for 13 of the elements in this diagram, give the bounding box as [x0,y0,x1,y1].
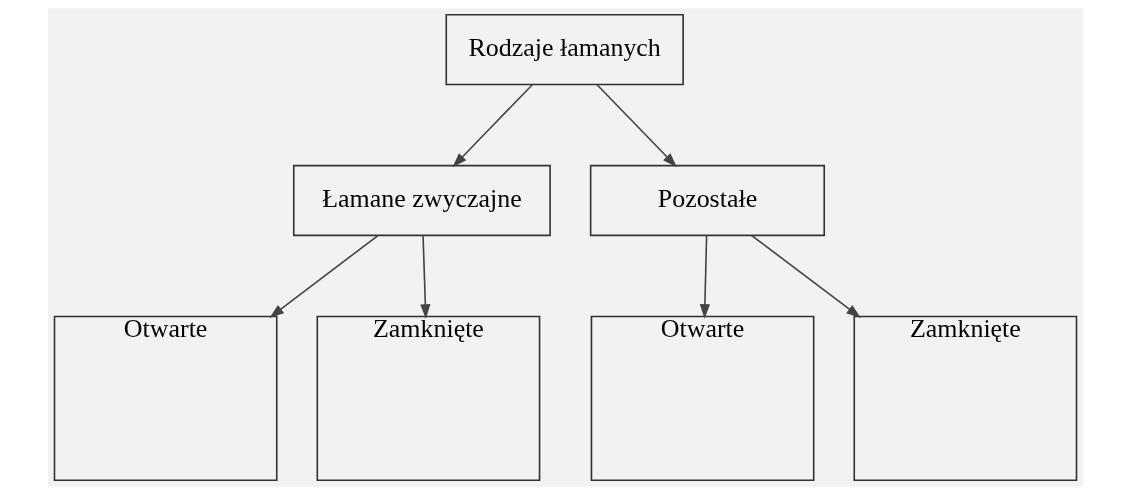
node-box: Łamane zwyczajne [292,164,551,237]
arrow [452,83,533,168]
node-box: Rodzaje łamanych [444,13,684,86]
arrow [699,234,710,319]
arrow [268,234,379,318]
node-box: Pozostałe [589,164,825,237]
node-box: Zamknięte [316,315,540,482]
node-box: Zamknięte [852,315,1077,482]
arrow [750,234,861,318]
node-box: Otwarte [53,315,278,482]
node-box: Otwarte [590,315,814,482]
arrow [419,234,430,319]
arrow [595,83,677,168]
